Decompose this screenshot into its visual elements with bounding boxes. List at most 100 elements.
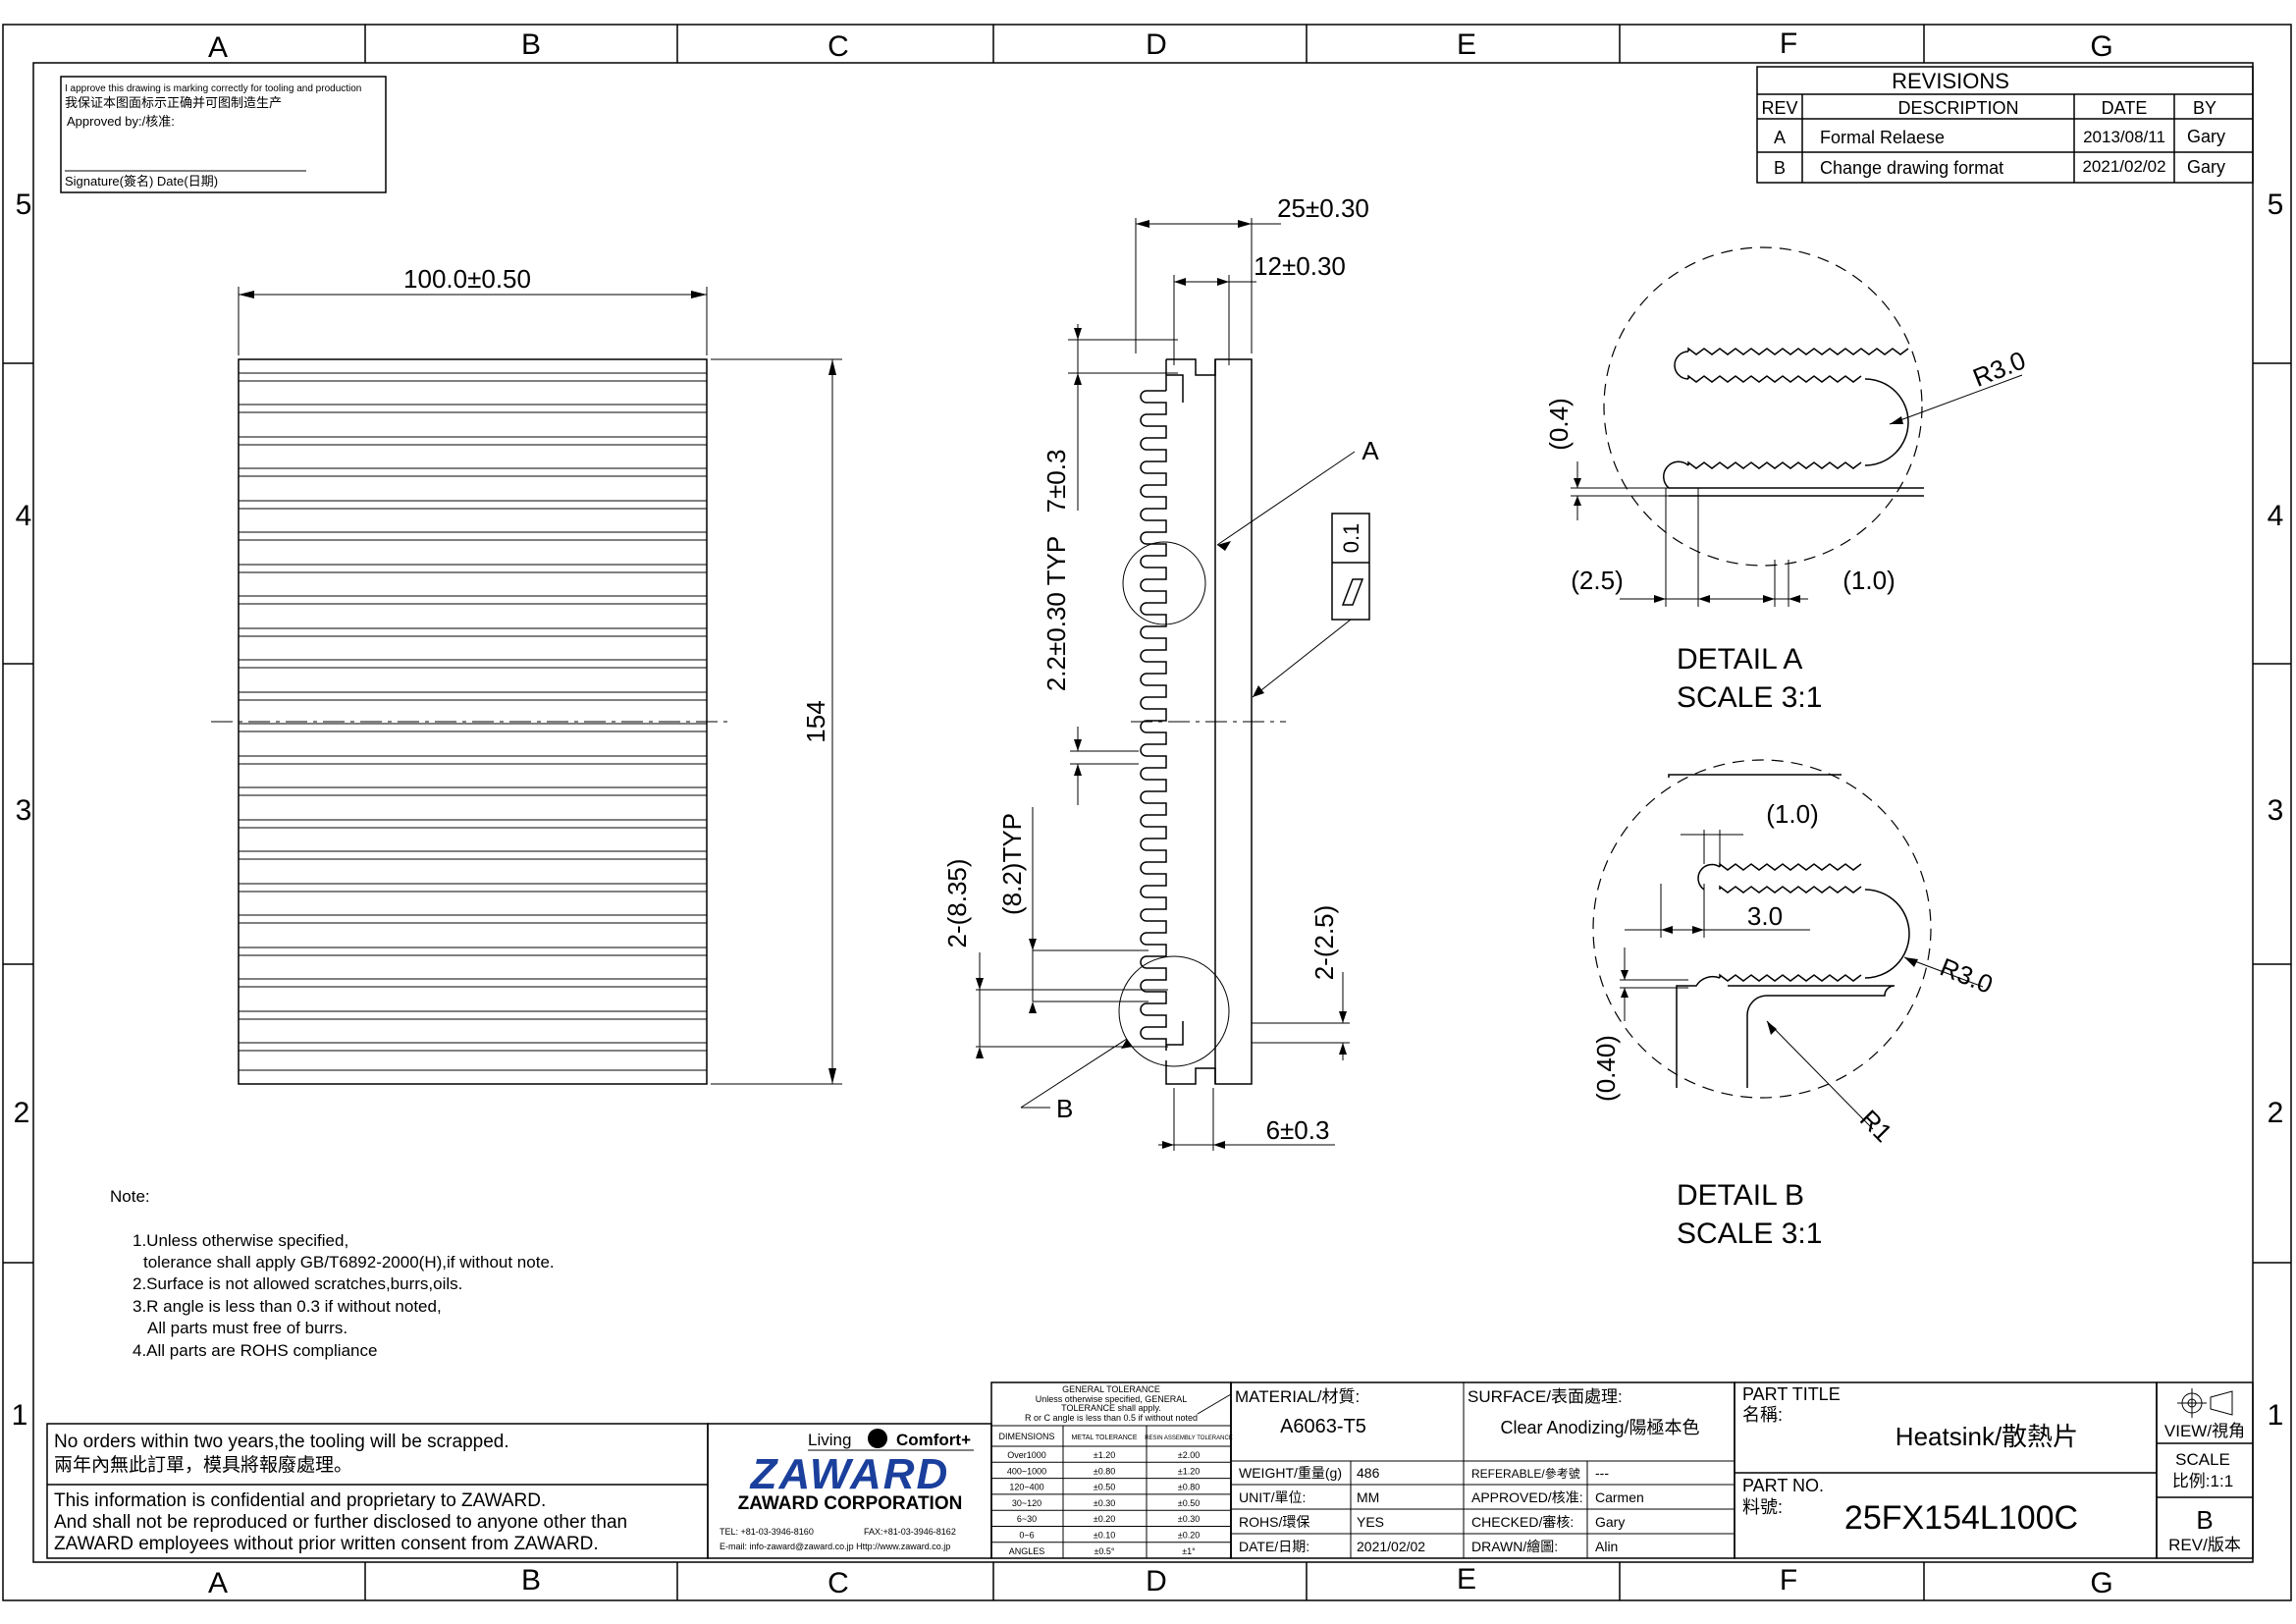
detail-b-title: DETAIL B	[1677, 1179, 1804, 1212]
grid-rows-left: 5 4 3 2 1	[12, 189, 32, 1432]
grid-row-5: 5	[16, 189, 32, 221]
grid-col-b: B	[521, 28, 541, 61]
scale-value: 比例:1:1	[2172, 1472, 2233, 1490]
grid-rows-right: 5 4 3 2 1	[2268, 189, 2284, 1432]
rev-row-a-rev: A	[1774, 128, 1786, 147]
dim-6: 6±0.3	[1266, 1115, 1330, 1145]
drawn-label: DRAWN/繪圖:	[1471, 1539, 1558, 1554]
grid-col-f: F	[1780, 27, 1797, 60]
ref-label: REFERABLE/參考號	[1471, 1466, 1580, 1481]
note-3a: 3.R angle is less than 0.3 if without no…	[133, 1297, 442, 1316]
company-tel: TEL: +81-03-3946-8160	[720, 1527, 814, 1537]
gt-cell: ±2.00	[1178, 1450, 1200, 1460]
approved-label: APPROVED/核准:	[1471, 1489, 1583, 1505]
label-a: A	[1362, 436, 1379, 465]
view-label: VIEW/視角	[2164, 1422, 2245, 1440]
outer-frame	[2, 24, 2292, 1601]
inner-frame	[32, 62, 2254, 1563]
approved-value: Carmen	[1595, 1489, 1644, 1505]
grid-row-1-right: 1	[2268, 1399, 2284, 1432]
scale-label: SCALE	[2175, 1450, 2230, 1469]
gt-cell: 30~120	[1012, 1498, 1041, 1508]
grid-columns-top: A B C D E F G	[208, 27, 2113, 64]
grid-row-2: 2	[14, 1097, 30, 1129]
note-heading: Note:	[110, 1187, 150, 1206]
slogan-m-icon	[868, 1429, 887, 1448]
date-value: 2021/02/02	[1357, 1539, 1425, 1554]
gt-cell: ±0.80	[1178, 1483, 1200, 1492]
rev-header-date: DATE	[2102, 98, 2148, 118]
note-1b: tolerance shall apply GB/T6892-2000(H),i…	[143, 1253, 555, 1272]
detail-a: R3.0 (0.4) (2.5) (1.0) DETAIL A SCALE 3:…	[1544, 246, 2030, 714]
bottom-hook	[1166, 1021, 1184, 1046]
part-no-label: PART NO.	[1742, 1476, 1824, 1495]
gt-header-metal: METAL TOLERANCE	[1071, 1435, 1137, 1441]
rev-row-b-rev: B	[1774, 158, 1786, 178]
rev-label: REV/版本	[2168, 1536, 2241, 1554]
dim-25: 25±0.30	[1277, 193, 1369, 223]
gt-cell: ±0.50	[1094, 1483, 1115, 1492]
note-1a: 1.Unless otherwise specified,	[133, 1231, 348, 1250]
detail-a-scale: SCALE 3:1	[1677, 681, 1822, 714]
detail-b-1-0: (1.0)	[1766, 799, 1818, 829]
detail-b-base	[1676, 975, 1721, 1088]
rohs-label: ROHS/環保	[1239, 1514, 1309, 1530]
part-name-label: 名稱:	[1742, 1405, 1783, 1425]
gt-cell: ±0.10	[1094, 1531, 1115, 1541]
rev-value: B	[2196, 1505, 2213, 1535]
note-4: 4.All parts are ROHS compliance	[133, 1341, 377, 1360]
detail-a-fin-bend	[1864, 378, 1909, 466]
rev-row-b-date: 2021/02/02	[2082, 157, 2165, 176]
checked-label: CHECKED/審核:	[1471, 1514, 1574, 1530]
part-no-zh-label: 料號:	[1742, 1497, 1783, 1517]
grid-col-c-bottom: C	[828, 1567, 849, 1599]
grid-columns-bottom: A B C D E F G	[208, 1563, 2113, 1599]
grid-col-g-bottom: G	[2090, 1567, 2112, 1599]
detail-b-fin-tip	[1697, 863, 1721, 891]
weight-label: WEIGHT/重量(g)	[1239, 1465, 1342, 1481]
checked-value: Gary	[1595, 1514, 1625, 1530]
drawn-value: Alin	[1595, 1539, 1618, 1554]
label-b: B	[1056, 1094, 1073, 1123]
approval-box: I approve this drawing is marking correc…	[60, 76, 387, 193]
grid-col-b-bottom: B	[521, 1564, 541, 1597]
detail-a-radius: R3.0	[1969, 345, 2030, 392]
grid-col-e-bottom: E	[1457, 1563, 1476, 1596]
gt-header-dim: DIMENSIONS	[998, 1432, 1054, 1441]
rev-row-a-desc: Formal Relaese	[1820, 128, 1945, 147]
grid-row-3-right: 3	[2268, 794, 2284, 827]
confidential-1: This information is confidential and pro…	[54, 1490, 546, 1511]
detail-b-r1: R1	[1854, 1104, 1898, 1148]
company-contact: E-mail: info-zaward@zaward.co.jp Http://…	[720, 1542, 950, 1551]
grid-row-2-right: 2	[2268, 1097, 2284, 1129]
projection-symbol-icon	[2177, 1388, 2233, 1418]
dim-7: 7±0.3	[1041, 450, 1071, 514]
unit-value: MM	[1357, 1489, 1379, 1505]
detail-b-fin-2	[1719, 885, 1862, 893]
grid-col-a-bottom: A	[208, 1567, 228, 1599]
dim-height-154: 154	[801, 700, 830, 742]
grid-row-4-right: 4	[2268, 500, 2284, 532]
gt-cell: ±0.50	[1178, 1498, 1200, 1508]
detail-b-fin-top	[1668, 774, 1842, 778]
gt-cell: ±0.30	[1094, 1498, 1115, 1508]
grid-col-g: G	[2090, 30, 2112, 63]
grid-col-d: D	[1146, 28, 1167, 61]
flatness-value: 0.1	[1339, 523, 1363, 554]
gt-cell: ±1.20	[1178, 1466, 1200, 1476]
gt-cell: ±1°	[1182, 1546, 1196, 1556]
front-view: 100.0±0.50 154	[211, 264, 842, 1085]
material-value: A6063-T5	[1280, 1416, 1366, 1437]
gt-header-resin: RESIN ASSEMBLY TOLERANCE	[1145, 1435, 1233, 1441]
rev-row-b-desc: Change drawing format	[1820, 158, 2003, 178]
dim-8-2-typ: (8.2)TYP	[997, 813, 1027, 915]
approval-signature: Signature(簽名) Date(日期)	[65, 174, 218, 189]
detail-a-2-5: (2.5)	[1571, 566, 1623, 595]
approval-line-1: I approve this drawing is marking correc…	[65, 83, 361, 94]
confidential-3: ZAWARD employees without prior written c…	[54, 1534, 599, 1554]
rev-header-rev: REV	[1761, 98, 1797, 118]
gt-cell: ±0.80	[1094, 1466, 1115, 1476]
title-block: No orders within two years,the tooling w…	[46, 1381, 2254, 1559]
dim-width-100: 100.0±0.50	[403, 264, 531, 294]
gt-cell: ±0.30	[1178, 1514, 1200, 1524]
